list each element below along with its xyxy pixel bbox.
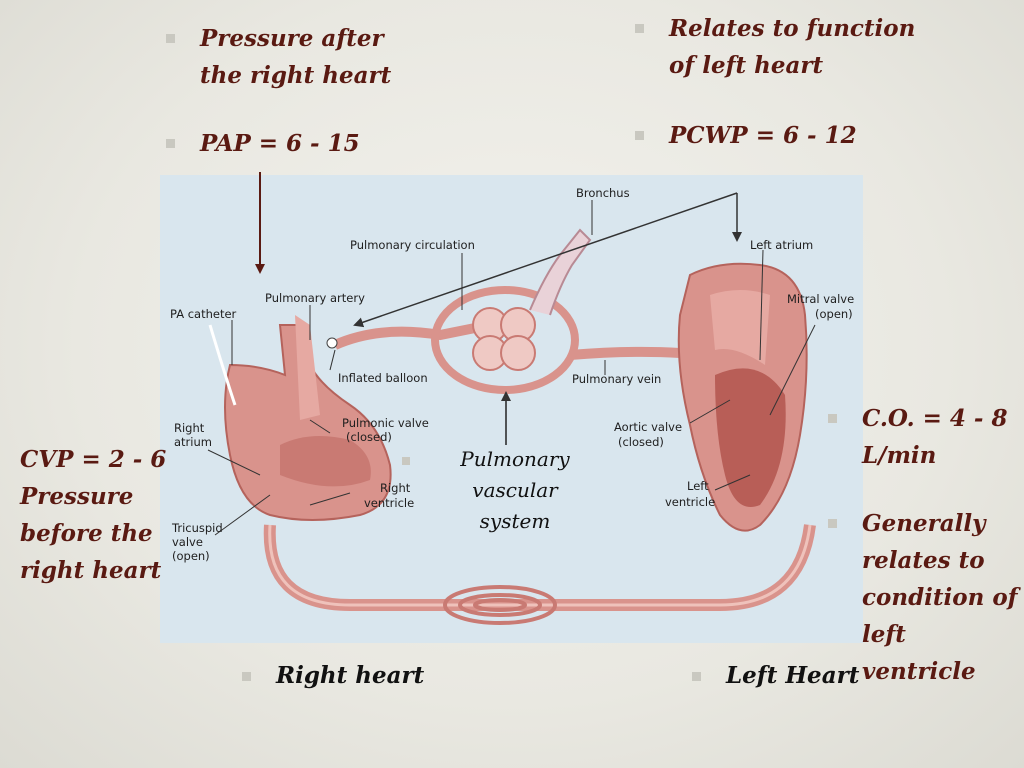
label-mitral-valve: Mitral valve xyxy=(787,292,854,306)
pap-desc-line-1: Pressure after xyxy=(200,25,384,52)
caption-left-heart: Left Heart xyxy=(692,662,860,689)
pa-catheter-line xyxy=(208,324,237,406)
bullet-icon xyxy=(692,672,701,681)
pulmonary-system-label: Pulmonary vascular system xyxy=(402,444,590,537)
label-tricuspid-line-3: (open) xyxy=(172,549,210,563)
label-bronchus: Bronchus xyxy=(576,186,630,200)
label-right-atrium-line-2: atrium xyxy=(174,435,212,449)
pcwp-desc-line-1: Relates to function xyxy=(669,15,916,42)
caption-right-heart: Right heart xyxy=(242,662,425,689)
label-aortic-closed: (closed) xyxy=(618,435,664,449)
pcwp-value-text: PCWP = 6 - 12 xyxy=(669,122,857,149)
pulm-system-line-3: system xyxy=(479,509,551,533)
bullet-icon xyxy=(635,131,644,140)
pcwp-description: Relates to function of left heart xyxy=(635,10,916,84)
systemic-vessel-highlight xyxy=(268,524,812,607)
pap-desc-line-2: the right heart xyxy=(200,62,392,89)
label-aortic-valve: Aortic valve xyxy=(614,420,682,434)
label-tricuspid-line-1: Tricuspid xyxy=(171,521,223,535)
pcwp-desc-line-2: of left heart xyxy=(669,52,824,79)
pulm-system-line-1: Pulmonary xyxy=(460,447,570,471)
cvp-line-4: right heart xyxy=(20,557,162,584)
cvp-line-2: Pressure xyxy=(20,483,134,510)
label-right-ventricle-line-2: ventricle xyxy=(364,496,414,510)
systemic-capillary-bed xyxy=(443,585,557,625)
cvp-value: CVP = 2 - 6 xyxy=(20,446,167,473)
label-pulmonic-valve: Pulmonic valve xyxy=(342,416,429,430)
label-right-atrium-line-1: Right xyxy=(174,421,205,435)
left-heart-illustration xyxy=(677,262,808,532)
bullet-icon xyxy=(828,414,837,423)
heart-circulation-diagram: Bronchus Pulmonary circulation Left atri… xyxy=(160,175,863,643)
bullet-icon xyxy=(166,34,175,43)
caption-right-heart-text: Right heart xyxy=(276,662,425,689)
label-pulmonic-closed: (closed) xyxy=(346,430,392,444)
pcwp-value: PCWP = 6 - 12 xyxy=(635,117,857,154)
lv-line-1: Generally xyxy=(862,510,986,537)
co-callout: C.O. = 4 - 8 L/min xyxy=(828,400,1008,474)
caption-left-heart-text: Left Heart xyxy=(726,662,860,689)
bullet-icon xyxy=(828,519,837,528)
label-pulmonary-circulation: Pulmonary circulation xyxy=(350,238,475,252)
label-pa-catheter: PA catheter xyxy=(170,307,237,321)
lv-line-3: condition of xyxy=(862,584,1018,611)
bullet-icon xyxy=(242,672,251,681)
pulm-system-line-2: vascular xyxy=(472,478,558,502)
pap-value-text: PAP = 6 - 15 xyxy=(200,130,360,157)
bullet-icon xyxy=(166,139,175,148)
label-left-ventricle-line-2: ventricle xyxy=(665,495,715,509)
inflated-balloon-icon xyxy=(326,337,338,349)
cvp-callout: CVP = 2 - 6 Pressure before the right he… xyxy=(20,441,166,589)
lv-line-4: left ventricle xyxy=(862,621,976,685)
right-heart-illustration xyxy=(224,315,392,521)
bullet-icon xyxy=(402,457,410,465)
pulmonary-vein-vessel xyxy=(569,346,681,360)
cvp-line-3: before the xyxy=(20,520,153,547)
bullet-icon xyxy=(635,24,644,33)
label-left-ventricle-line-1: Left xyxy=(687,479,709,493)
label-right-ventricle-line-1: Right xyxy=(380,481,411,495)
pap-value: PAP = 6 - 15 xyxy=(166,125,360,162)
label-inflated-balloon: Inflated balloon xyxy=(338,371,428,385)
lv-line-2: relates to xyxy=(862,547,985,574)
label-pulmonary-vein: Pulmonary vein xyxy=(572,372,661,386)
label-tricuspid-line-2: valve xyxy=(172,535,203,549)
label-left-atrium: Left atrium xyxy=(750,238,813,252)
co-value: C.O. = 4 - 8 xyxy=(862,405,1008,432)
lv-callout: Generally relates to condition of left v… xyxy=(828,505,1024,690)
label-pulmonary-artery: Pulmonary artery xyxy=(265,291,365,305)
pap-description: Pressure after the right heart xyxy=(166,20,392,94)
co-unit: L/min xyxy=(862,442,937,469)
label-mitral-open: (open) xyxy=(815,307,853,321)
